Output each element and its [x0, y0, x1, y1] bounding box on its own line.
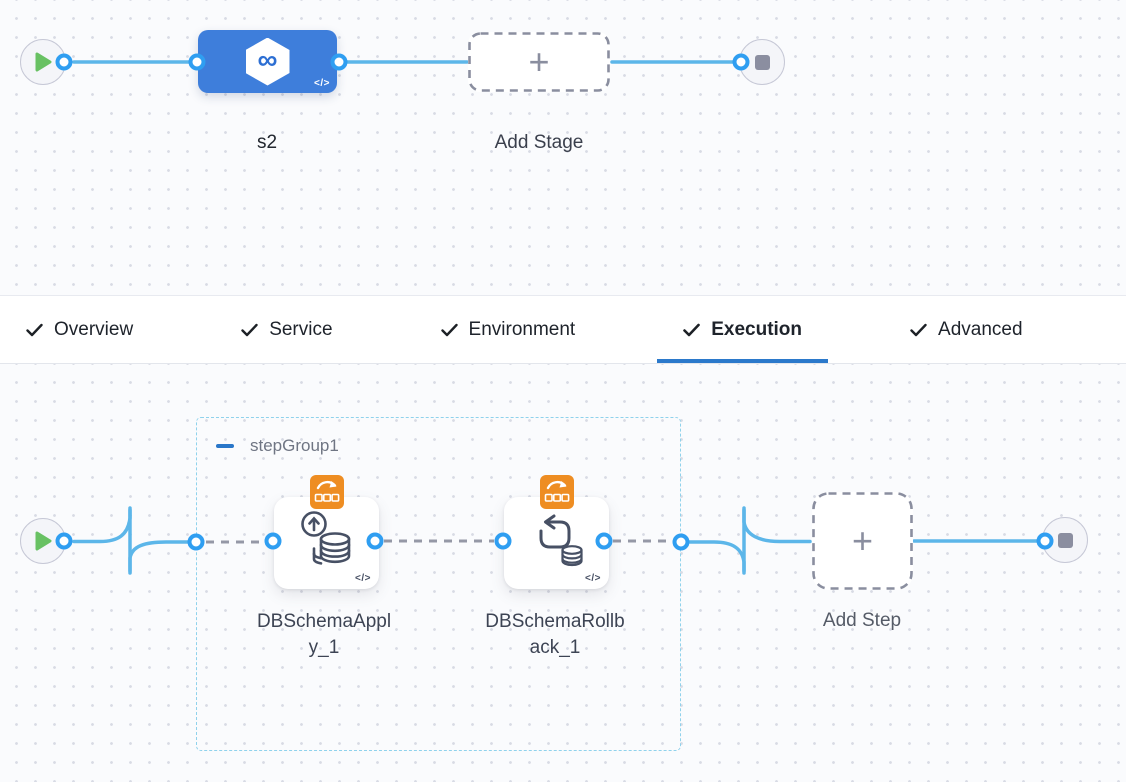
connector-port[interactable] [494, 532, 512, 550]
check-icon [26, 323, 43, 336]
tab-label: Environment [468, 318, 576, 340]
step-group-name: stepGroup1 [250, 436, 339, 455]
connector-port[interactable] [188, 53, 206, 71]
step-group-header: stepGroup1 [216, 436, 339, 456]
code-view-icon: </> [314, 78, 330, 89]
connector-port[interactable] [55, 532, 73, 550]
step-group-container[interactable]: stepGroup1 [196, 417, 681, 751]
connector-port[interactable] [672, 533, 690, 551]
tab-label: Overview [54, 318, 134, 340]
step-name-label: DBSchemaRollback_1 [485, 611, 625, 658]
tab-label: Advanced [938, 318, 1023, 340]
connector-port[interactable] [55, 53, 73, 71]
code-view-icon: </> [355, 573, 371, 584]
add-step-button[interactable]: + [812, 492, 913, 590]
check-icon [683, 323, 701, 336]
tab-environment[interactable]: Environment [415, 296, 602, 363]
add-stage-label: Add Stage [494, 132, 584, 153]
stage-node-s2[interactable]: ∞ </> [198, 30, 337, 93]
connector-port[interactable] [595, 532, 613, 550]
check-icon [241, 323, 258, 336]
add-step-label: Add Step [822, 610, 902, 631]
connector-port[interactable] [187, 533, 205, 551]
pipeline-end-node [739, 39, 785, 85]
tab-service[interactable]: Service [215, 296, 358, 363]
collapse-step-group-button[interactable] [216, 443, 234, 449]
step-node-db-schema-rollback[interactable]: </> [504, 475, 609, 589]
connector-port[interactable] [264, 532, 282, 550]
stage-config-tabs: Overview Service Environment Execution A… [0, 296, 1126, 364]
stage-graph-canvas[interactable]: ∞ </> + s2 Add Stage [0, 0, 1126, 296]
tab-label: Service [269, 318, 333, 340]
execution-wires [72, 506, 1042, 575]
plus-icon: + [851, 520, 874, 561]
db-schema-apply-icon [300, 511, 350, 565]
step-group-badge-icon [309, 475, 344, 509]
step-group-badge-icon [539, 475, 574, 509]
connector-port[interactable] [330, 53, 348, 71]
dashed-border [468, 32, 610, 92]
connector-port[interactable] [732, 53, 750, 71]
stop-icon [1057, 532, 1073, 548]
check-icon [440, 323, 458, 336]
stop-icon [754, 54, 770, 70]
harness-hexagon-icon: ∞ [245, 37, 290, 86]
tab-overview[interactable]: Overview [0, 296, 159, 363]
tab-label: Execution [711, 318, 803, 340]
stage-wires [72, 60, 736, 64]
tab-execution[interactable]: Execution [657, 296, 828, 363]
play-icon [35, 52, 51, 72]
step-name-label: DBSchemaApply_1 [256, 611, 392, 658]
infinity-glyph: ∞ [257, 44, 278, 75]
play-icon [35, 531, 51, 551]
connector-port[interactable] [1036, 532, 1054, 550]
check-icon [910, 323, 927, 336]
dashed-border [812, 492, 913, 590]
code-view-icon: </> [585, 573, 601, 584]
execution-graph-canvas[interactable]: stepGroup1 [0, 364, 1126, 782]
add-stage-button[interactable]: + [468, 32, 610, 92]
stage-name-label: s2 [256, 132, 278, 153]
plus-icon: + [528, 41, 550, 82]
db-schema-rollback-icon [539, 514, 583, 567]
tab-advanced[interactable]: Advanced [884, 296, 1049, 363]
connector-port[interactable] [366, 532, 384, 550]
step-node-db-schema-apply[interactable]: </> [274, 475, 379, 589]
